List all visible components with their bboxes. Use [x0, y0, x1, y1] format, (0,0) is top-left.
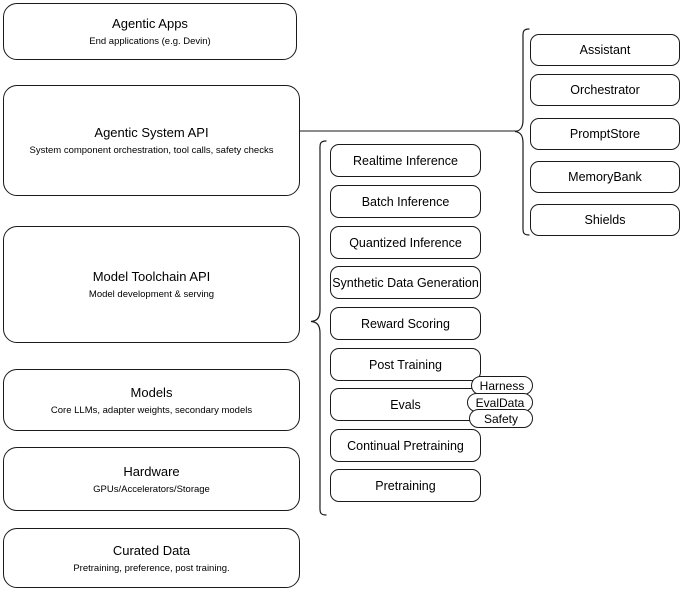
capability-box-pretraining[interactable]: Pretraining	[330, 469, 481, 502]
evals-subcomponent-harness[interactable]: Harness	[471, 376, 533, 395]
evals-subcomponent-safety[interactable]: Safety	[469, 409, 533, 428]
capability-box-post-training[interactable]: Post Training	[330, 348, 481, 381]
component-title: Orchestrator	[570, 83, 640, 97]
layer-subtitle: Pretraining, preference, post training.	[73, 562, 230, 574]
layer-box-curated-data[interactable]: Curated Data Pretraining, preference, po…	[3, 528, 300, 588]
capability-box-reward-scoring[interactable]: Reward Scoring	[330, 307, 481, 340]
layer-title: Agentic Apps	[112, 16, 188, 31]
layer-subtitle: Model development & serving	[88, 289, 215, 300]
capability-box-continual-pretraining[interactable]: Continual Pretraining	[330, 429, 481, 462]
capability-title: Reward Scoring	[361, 316, 450, 331]
component-box-memorybank[interactable]: MemoryBank	[530, 161, 680, 193]
component-title: MemoryBank	[568, 170, 642, 184]
layer-subtitle: End applications (e.g. Devin)	[89, 36, 211, 47]
capability-box-evals[interactable]: Evals	[330, 388, 481, 421]
capability-box-batch-inference[interactable]: Batch Inference	[330, 185, 481, 218]
evals-subcomponent-label: Safety	[483, 411, 519, 426]
layer-title: Agentic System API	[94, 125, 209, 140]
capability-box-synthetic-data-generation[interactable]: Synthetic Data Generation	[330, 266, 481, 299]
layer-box-models[interactable]: Models Core LLMs, adapter weights, secon…	[3, 369, 300, 431]
layer-box-agentic-system-api[interactable]: Agentic System API System component orch…	[3, 85, 300, 196]
layer-subtitle: System component orchestration, tool cal…	[29, 145, 274, 156]
connector-agentic-system-to-components	[300, 124, 520, 138]
component-title: Shields	[584, 213, 626, 227]
layer-subtitle: GPUs/Accelerators/Storage	[93, 483, 210, 495]
evals-subcomponent-label: EvalData	[475, 395, 525, 410]
component-title: PromptStore	[569, 127, 641, 141]
capability-title: Pretraining	[375, 478, 436, 493]
layer-title: Curated Data	[112, 542, 191, 558]
brace-model-toolchain-capabilities	[310, 140, 328, 518]
layer-subtitle: Core LLMs, adapter weights, secondary mo…	[50, 404, 253, 416]
layer-box-agentic-apps[interactable]: Agentic Apps End applications (e.g. Devi…	[3, 3, 297, 60]
capability-title: Quantized Inference	[349, 235, 462, 250]
capability-title: Post Training	[369, 357, 442, 372]
capability-box-quantized-inference[interactable]: Quantized Inference	[330, 226, 481, 259]
evals-subcomponent-label: Harness	[479, 378, 525, 393]
component-box-orchestrator[interactable]: Orchestrator	[530, 74, 680, 106]
component-box-shields[interactable]: Shields	[530, 204, 680, 236]
component-box-assistant[interactable]: Assistant	[530, 34, 680, 66]
capability-title: Batch Inference	[361, 194, 450, 209]
component-title: Assistant	[579, 43, 631, 57]
layer-box-hardware[interactable]: Hardware GPUs/Accelerators/Storage	[3, 447, 300, 511]
capability-box-realtime-inference[interactable]: Realtime Inference	[330, 144, 481, 177]
capability-title: Synthetic Data Generation	[332, 275, 479, 290]
layer-title: Model Toolchain API	[92, 269, 211, 284]
layer-title: Hardware	[123, 463, 180, 479]
layer-box-model-toolchain-api[interactable]: Model Toolchain API Model development & …	[3, 226, 300, 343]
layer-title: Models	[130, 384, 173, 400]
capability-title: Evals	[390, 397, 421, 412]
evals-subcomponent-evaldata[interactable]: EvalData	[467, 393, 533, 412]
capability-title: Continual Pretraining	[347, 438, 464, 453]
component-box-promptstore[interactable]: PromptStore	[530, 118, 680, 150]
capability-title: Realtime Inference	[353, 153, 458, 168]
